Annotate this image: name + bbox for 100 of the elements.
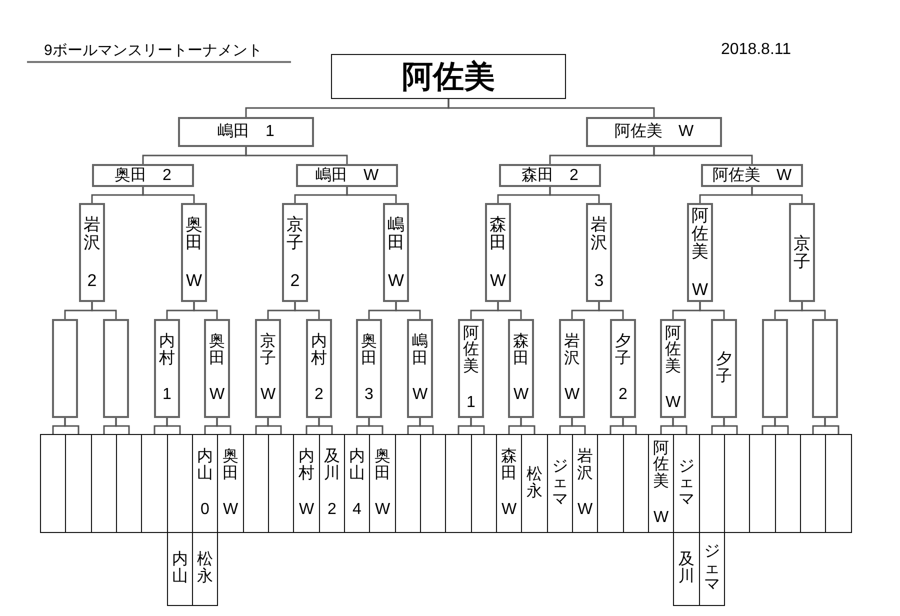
player-name: 内山 (196, 448, 214, 482)
match-score: W (490, 272, 506, 289)
player-name: 内山 (171, 552, 189, 586)
match-score: W (209, 387, 225, 404)
match-score: W (692, 280, 708, 298)
match-score: W (776, 168, 792, 184)
bracket-line (142, 187, 195, 203)
bracket-line (115, 418, 130, 434)
match-score: W (564, 387, 580, 404)
bracket-line (723, 418, 738, 434)
bracket-line (824, 418, 840, 434)
match-box (499, 164, 601, 187)
bracket-line (64, 418, 80, 434)
match-box (701, 164, 803, 187)
match-score: W (388, 272, 404, 289)
match-score: W (298, 502, 314, 518)
player-name: 阿佐美 (652, 440, 670, 490)
entry-cell (167, 532, 193, 606)
bracket-line (395, 302, 421, 319)
bracket-line (672, 418, 688, 434)
player-name: 奥田 (360, 334, 378, 368)
player-name: 岩沢 (563, 334, 581, 368)
bracket-line (653, 147, 753, 164)
entry-cell (673, 532, 700, 606)
match-score: 2 (328, 502, 336, 518)
bracket-line (91, 302, 117, 319)
player-name: 内村 (158, 334, 176, 368)
player-name: ジェマ (678, 458, 696, 508)
match-score: W (260, 387, 276, 404)
match-box (282, 203, 308, 302)
entry-cell (445, 434, 472, 533)
bracket-line (346, 187, 397, 203)
player-name: 内山 (348, 448, 366, 482)
player-name: 内村 (298, 448, 316, 482)
match-box (711, 319, 737, 418)
entry-cell (699, 532, 725, 606)
entry-cell (496, 434, 522, 533)
entry-cell (344, 434, 370, 533)
player-name: 嶋田 (411, 334, 429, 368)
bracket-line (245, 147, 348, 164)
entry-cell (623, 434, 649, 533)
bracket-line (193, 302, 218, 319)
match-box (255, 319, 281, 418)
bracket-line (549, 187, 600, 203)
entry-cell (420, 434, 446, 533)
bracket-line (216, 418, 232, 434)
player-name: 奥田 (222, 448, 240, 482)
match-box (586, 203, 612, 302)
entry-cell (319, 434, 345, 533)
bracket-line (751, 187, 803, 203)
entry-cell (825, 434, 852, 533)
match-box (181, 203, 207, 302)
entry-cell (471, 434, 497, 533)
entry-cell (141, 434, 168, 533)
match-score: 1 (466, 395, 476, 412)
bracket-line (497, 302, 522, 319)
match-box (458, 319, 484, 418)
entry-cell (293, 434, 320, 533)
entry-cell (243, 434, 269, 533)
match-score: W (374, 502, 390, 518)
player-name: 奥田 (208, 334, 226, 368)
bracket-line (801, 302, 826, 319)
champion-name: 阿佐美 (402, 61, 495, 92)
match-box (383, 203, 409, 302)
player-name: 及川 (678, 552, 696, 586)
match-score: 0 (200, 502, 210, 518)
bracket-line (571, 418, 586, 434)
match-box (204, 319, 230, 418)
bracket-line (470, 418, 485, 434)
entry-cell (597, 434, 624, 533)
entry-cell (572, 434, 598, 533)
entry-cell (65, 434, 92, 533)
player-name: 内村 (310, 334, 328, 368)
player-name: 森田 (522, 168, 554, 184)
entry-cell (192, 532, 218, 606)
match-box (103, 319, 129, 418)
match-box (660, 319, 686, 418)
player-name: 岩沢 (590, 216, 608, 252)
match-box (306, 319, 332, 418)
match-box (356, 319, 382, 418)
match-score: 1 (266, 124, 274, 140)
bracket-line (774, 418, 789, 434)
bracket-line (267, 418, 282, 434)
match-box (687, 203, 713, 302)
date: 2018.8.11 (721, 40, 791, 60)
match-score: 3 (594, 272, 604, 289)
player-name: 岩沢 (576, 448, 594, 482)
player-name: 阿佐美 (712, 168, 760, 184)
player-name: 岩沢 (82, 216, 102, 252)
bracket-line (166, 418, 181, 434)
match-score: W (501, 502, 517, 518)
match-score: 2 (314, 387, 324, 404)
player-name: 嶋田 (315, 168, 348, 184)
match-box (52, 319, 78, 418)
champion-box (331, 54, 566, 99)
match-box (762, 319, 788, 418)
match-score: W (363, 168, 379, 184)
match-score: 2 (87, 272, 97, 289)
match-box (789, 203, 815, 302)
player-name: 阿佐美 (664, 326, 682, 376)
